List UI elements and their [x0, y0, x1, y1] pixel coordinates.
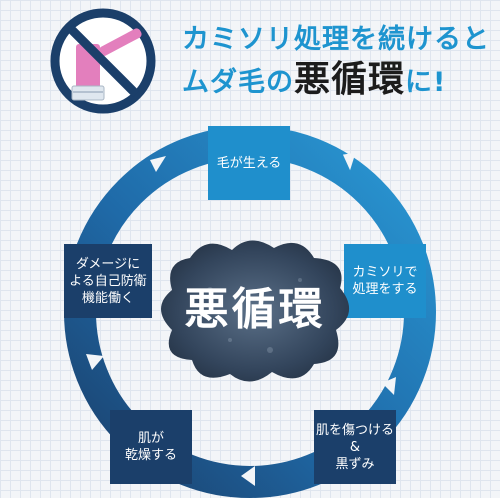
headline-post: に!	[405, 67, 447, 98]
headline-line-1: カミソリ処理を続けると	[182, 24, 490, 55]
headline: カミソリ処理を続けると ムダ毛の悪循環に!	[182, 22, 490, 103]
center-label: 悪循環	[184, 284, 326, 335]
headline-line-2: ムダ毛の悪循環に!	[182, 60, 490, 103]
cycle-step-hair-grows: 毛が生える	[208, 126, 290, 200]
headline-emphasis: 悪循環	[294, 59, 406, 100]
cycle-step-skin-damage-darkening: 肌を傷つける & 黒ずみ	[314, 410, 396, 484]
cycle-step-razor-shave: カミソリで 処理をする	[344, 244, 426, 318]
vicious-cycle-blob	[161, 240, 350, 382]
cycle-arrow-icon	[86, 152, 396, 486]
no-razor-icon	[50, 8, 156, 114]
cycle-step-self-defense: ダメージに よる自己防衛 機能働く	[64, 244, 152, 318]
headline-pre: ムダ毛の	[182, 67, 294, 98]
cycle-step-skin-dryness: 肌が 乾燥する	[110, 410, 192, 484]
